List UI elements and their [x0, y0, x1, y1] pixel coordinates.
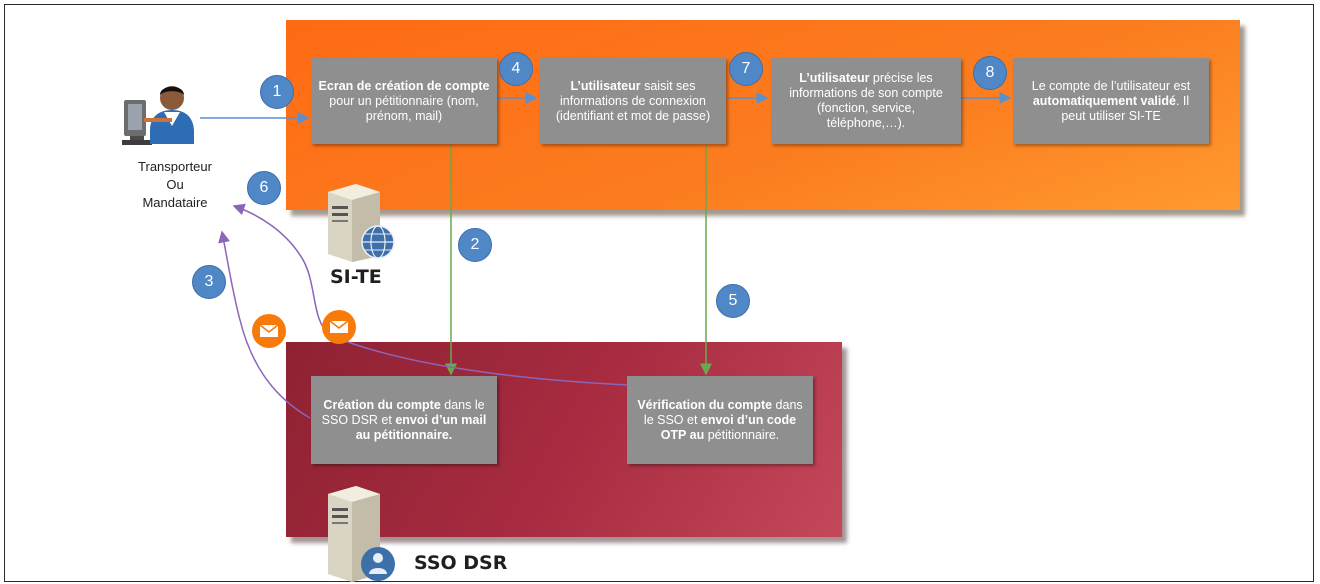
- arrow-otp-step5-to-actor: [232, 203, 631, 386]
- user-at-computer-icon: [122, 86, 194, 145]
- arrow-mail-step2-to-actor: [218, 230, 311, 419]
- web-server-icon: [328, 184, 395, 262]
- step1-bold: Ecran de création de compte: [318, 78, 490, 93]
- step5-text: pétitionnaire.: [704, 427, 780, 442]
- step8-pre: Le compte de l’utilisateur est: [1031, 78, 1191, 93]
- step4-bold: L’utilisateur: [570, 78, 641, 93]
- step2-mid: dans le SSO DSR et: [321, 397, 485, 427]
- step7-text: précise les informations de son compte (…: [789, 71, 943, 130]
- actor-label-line3: Mandataire: [142, 195, 208, 210]
- step5-bold1: Vérification du compte: [637, 397, 773, 412]
- si-te-label: SI-TE: [330, 266, 382, 288]
- step-badge-5: 5: [716, 284, 750, 318]
- actor-label-line2: Ou: [166, 177, 184, 192]
- mail-icon: [252, 314, 286, 348]
- step-badge-4: 4: [499, 52, 533, 86]
- step-badge-2: 2: [458, 228, 492, 262]
- step4-box: L’utilisateur saisit ses informations de…: [540, 58, 726, 144]
- step8-bold: automatiquement validé: [1032, 93, 1176, 108]
- step-badge-3: 3: [192, 265, 226, 299]
- step8-text: . Il peut utiliser SI-TE: [1061, 93, 1190, 123]
- step2-bold2: envoi d’un mail au pétitionnaire.: [355, 412, 487, 442]
- sso-dsr-label: SSO DSR: [414, 552, 508, 574]
- step5-bold2: envoi d’un code OTP au: [660, 412, 797, 442]
- user-server-icon: [328, 486, 395, 582]
- step8-box: Le compte de l’utilisateur est automatiq…: [1013, 58, 1209, 144]
- step-badge-8: 8: [973, 56, 1007, 90]
- step7-bold: L’utilisateur: [799, 71, 870, 85]
- step-badge-7: 7: [729, 52, 763, 86]
- diagram-frame: [4, 4, 1314, 582]
- step5-mid: dans le SSO et: [643, 397, 803, 427]
- step7-box: L’utilisateur précise les informations d…: [771, 58, 961, 144]
- mail-icon: [322, 310, 356, 344]
- step4-text: saisit ses informations de connexion (id…: [555, 78, 711, 123]
- actor-label-line1: Transporteur: [138, 159, 212, 174]
- step-badge-6: 6: [247, 171, 281, 205]
- step2-box: Création du compte dans le SSO DSR et en…: [311, 376, 497, 464]
- actor-label: Transporteur Ou Mandataire: [100, 158, 250, 212]
- step5-box: Vérification du compte dans le SSO et en…: [627, 376, 813, 464]
- step1-box: Ecran de création de compte pour un péti…: [311, 58, 497, 144]
- step2-bold1: Création du compte: [323, 397, 441, 412]
- step1-text: pour un pétitionnaire (nom, prénom, mail…: [329, 93, 479, 123]
- step-badge-1: 1: [260, 75, 294, 109]
